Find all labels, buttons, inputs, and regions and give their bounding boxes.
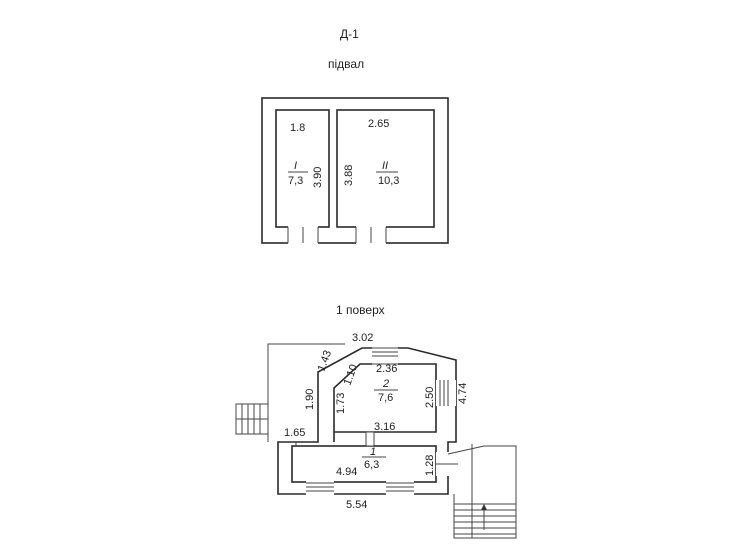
basement-room-1 <box>275 109 330 228</box>
floor1-right-window <box>436 380 456 406</box>
basement-room-2 <box>336 109 435 228</box>
basement-title: підвал <box>328 57 364 71</box>
dim-room2-left: 1.73 <box>335 393 347 414</box>
basement-door-2 <box>355 226 387 244</box>
basement-room-1-width: 1.8 <box>290 122 305 134</box>
basement-room-2-number: II <box>382 160 388 172</box>
right-stair <box>447 444 517 539</box>
floor1-bottom-window-1 <box>306 480 334 496</box>
dim-outer-right: 4.74 <box>457 383 469 404</box>
basement-room-1-number: I <box>294 160 297 172</box>
floor1-room-1 <box>291 445 437 483</box>
floor1-room-2-number: 2 <box>382 378 389 390</box>
basement-room-1-length: 3.90 <box>312 167 324 188</box>
floor1-plan <box>235 343 517 539</box>
dim-room2-width: 2.36 <box>376 363 397 375</box>
dim-room1-width: 4.94 <box>336 466 357 478</box>
dim-room2-height-right: 2.50 <box>424 387 436 408</box>
dim-room1-height: 1.28 <box>424 455 436 476</box>
dim-top: 3.02 <box>352 332 373 344</box>
floor1-top-window <box>372 345 398 365</box>
basement-room-2-area: 10,3 <box>378 175 399 187</box>
basement-plan <box>261 97 449 244</box>
floor1-room-1-area: 6,3 <box>364 459 379 471</box>
basement-room-1-area: 7,3 <box>288 175 303 187</box>
floor1-title: 1 поверх <box>336 303 385 317</box>
floor1-right-door <box>436 452 458 476</box>
floor1-bottom-window-2 <box>386 480 414 496</box>
left-stair <box>235 403 269 435</box>
floor1-room-1-number: 1 <box>370 446 376 458</box>
basement-door-1 <box>287 226 319 244</box>
doc-code: Д-1 <box>340 27 359 41</box>
dim-left-wall: 1.90 <box>304 389 316 410</box>
floor1-inner-door <box>365 431 375 447</box>
basement-room-2-length: 3.88 <box>343 165 355 186</box>
dim-outer-bottom: 5.54 <box>346 499 367 511</box>
dim-room2-bottom: 3.16 <box>374 421 395 433</box>
basement-room-2-width: 2.65 <box>368 118 389 130</box>
floor1-room-2-area: 7,6 <box>378 392 393 404</box>
dim-left-step: 1.65 <box>284 427 305 439</box>
